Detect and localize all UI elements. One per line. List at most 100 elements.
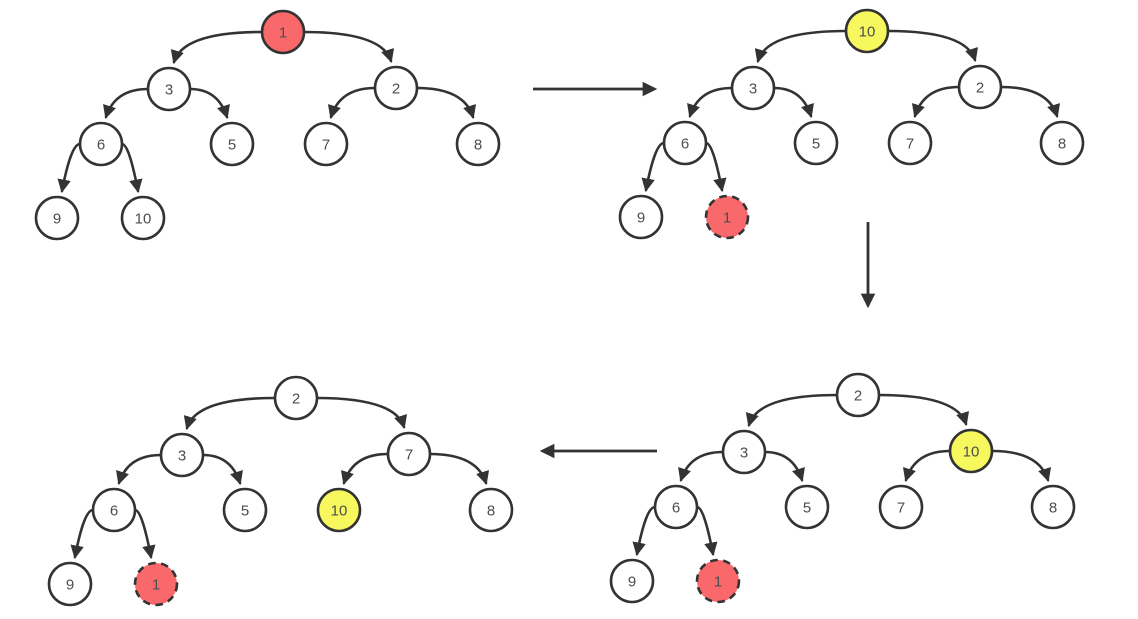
node-label: 10 [859, 24, 876, 41]
node-circle [260, 9, 306, 55]
node-circle [784, 484, 830, 530]
node-circle [386, 431, 432, 477]
node-label: 1 [152, 577, 160, 594]
node-circle [78, 121, 124, 167]
node-circle [209, 121, 255, 167]
node-label: 9 [53, 211, 61, 228]
tree-step-2-node-1: 1 [704, 194, 750, 240]
tree-edge [877, 393, 970, 426]
node-label: 7 [906, 136, 914, 153]
tree-step-3-node-9: 9 [609, 558, 655, 604]
node-circle [1039, 120, 1085, 166]
tree-step-1-node-3: 3 [146, 66, 192, 112]
tree-step-2-node-8: 8 [1039, 120, 1085, 166]
node-circle [222, 487, 268, 533]
tree-edge [327, 86, 377, 119]
tree-edge [170, 30, 264, 64]
tree-edge [678, 450, 725, 482]
node-circle [34, 195, 80, 241]
tree-edge [201, 453, 243, 485]
tree-edge [745, 393, 839, 427]
tree-step-3-node-3: 3 [721, 429, 767, 475]
node-label: 5 [812, 136, 820, 153]
node-circle [721, 429, 767, 475]
tree-edge [57, 142, 82, 193]
node-circle [730, 65, 776, 111]
tree-edge [754, 29, 848, 63]
tree-step-1-node-5: 5 [209, 121, 255, 167]
node-circle [91, 487, 137, 533]
node-circle [468, 487, 514, 533]
tree-step-4-node-1: 1 [133, 561, 179, 607]
tree-step-3-node-1: 1 [695, 558, 741, 604]
tree-edge [632, 505, 657, 556]
tree-edge [120, 142, 143, 193]
tree-edge [188, 87, 230, 119]
node-label: 3 [749, 81, 757, 98]
tree-step-2-node-3: 3 [730, 65, 776, 111]
tree-step-2-node-5: 5 [793, 120, 839, 166]
tree-step-4-node-5: 5 [222, 487, 268, 533]
node-label: 7 [405, 447, 413, 464]
tree-edge [133, 508, 156, 559]
tree-edge [116, 453, 163, 485]
tree-step-4-node-8: 8 [468, 487, 514, 533]
node-circle [273, 375, 319, 421]
tree-step-4-node-10: 10 [316, 487, 362, 533]
node-circle [887, 120, 933, 166]
node-circle [793, 120, 839, 166]
node-label: 8 [1058, 136, 1066, 153]
tree-edge [990, 449, 1052, 482]
tree-step-3-node-10: 10 [948, 428, 994, 474]
node-label: 8 [1049, 500, 1057, 517]
node-circle [159, 432, 205, 478]
tree-edge [415, 86, 477, 119]
node-label: 6 [681, 136, 689, 153]
tree-edge [183, 396, 277, 430]
node-circle [835, 372, 881, 418]
node-label: 9 [637, 210, 645, 227]
tree-step-1-node-10: 10 [120, 195, 166, 241]
tree-step-2-node-10: 10 [844, 8, 890, 54]
tree-edge [428, 452, 490, 485]
node-label: 2 [292, 391, 300, 408]
tree-step-1-node-1: 1 [260, 9, 306, 55]
tree-step-1-node-7: 7 [303, 121, 349, 167]
node-label: 7 [897, 500, 905, 517]
node-label: 8 [474, 137, 482, 154]
tree-edge [302, 30, 395, 63]
node-label: 2 [392, 81, 400, 98]
node-label: 1 [723, 210, 731, 227]
node-label: 1 [714, 574, 722, 591]
node-circle [316, 487, 362, 533]
node-label: 10 [331, 503, 348, 520]
tree-step-2-node-6: 6 [662, 120, 708, 166]
node-circle [618, 194, 664, 240]
node-circle [47, 561, 93, 607]
tree-edge [340, 452, 390, 485]
node-label: 3 [165, 82, 173, 99]
tree-step-4-node-3: 3 [159, 432, 205, 478]
node-circle [133, 561, 179, 607]
node-circle [844, 8, 890, 54]
node-label: 6 [97, 137, 105, 154]
tree-step-2-node-2: 2 [957, 64, 1003, 110]
tree-edge [902, 449, 952, 482]
tree-step-3-node-8: 8 [1030, 484, 1076, 530]
node-circle [957, 64, 1003, 110]
node-label: 2 [854, 388, 862, 405]
node-label: 5 [228, 137, 236, 154]
tree-step-3-node-7: 7 [878, 484, 924, 530]
tree-edge [641, 141, 666, 192]
node-label: 3 [178, 448, 186, 465]
tree-step-4-node-7: 7 [386, 431, 432, 477]
node-label: 9 [628, 574, 636, 591]
tree-edge [704, 141, 727, 192]
node-circle [455, 121, 501, 167]
tree-step-1-node-8: 8 [455, 121, 501, 167]
node-circle [704, 194, 750, 240]
node-circle [695, 558, 741, 604]
